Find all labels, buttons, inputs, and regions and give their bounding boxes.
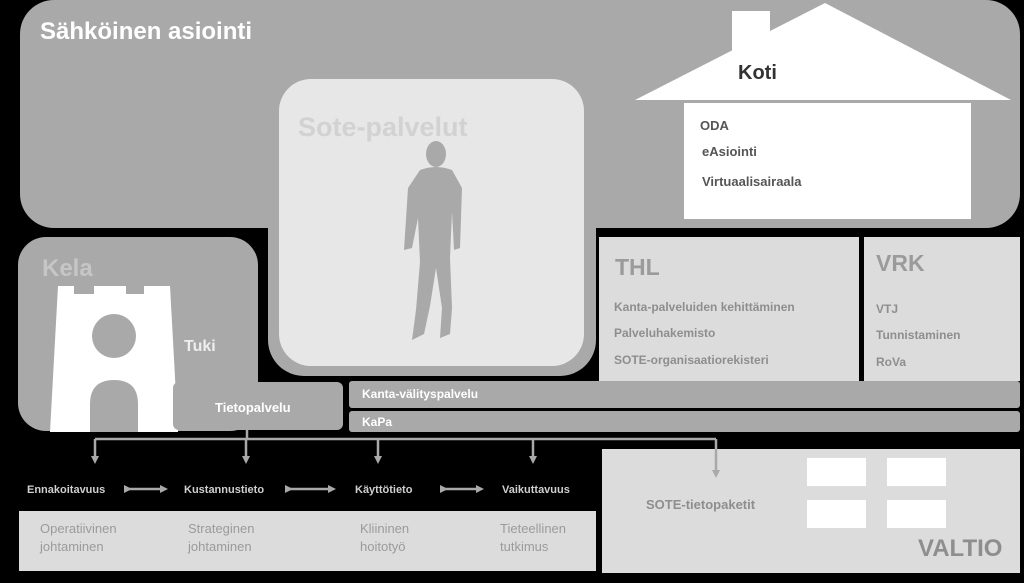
house-icon (635, 3, 1011, 100)
mgmt-kliininen: Kliininen hoitotyö (360, 520, 409, 556)
koti-item-virtuaalisairaala: Virtuaalisairaala (702, 174, 802, 189)
thl-title: THL (615, 254, 660, 280)
valtio-title: VALTIO (918, 535, 1003, 562)
vrk-title: VRK (876, 250, 925, 276)
usage-kayttotieto: Käyttötieto (355, 484, 413, 496)
sahkoinen-asiointi-title: Sähköinen asiointi (40, 18, 253, 45)
tuki-label: Tuki (184, 338, 216, 355)
usage-vaikuttavuus: Vaikuttavuus (502, 484, 570, 496)
koti-title: Koti (738, 62, 777, 84)
thl-item-palveluhakemisto: Palveluhakemisto (614, 326, 716, 340)
tower-icon (50, 286, 178, 432)
koti-panel (684, 103, 971, 219)
usage-kustannustieto: Kustannustieto (184, 484, 265, 496)
person-icon (404, 141, 462, 340)
vrk-region (864, 237, 1020, 381)
thl-region (599, 237, 859, 381)
tietopalvelu-label: Tietopalvelu (215, 400, 291, 415)
thl-item-sote-organisaatiorekisteri: SOTE-organisaatiorekisteri (614, 353, 769, 367)
mgmt-operatiivinen: Operatiivinen johtaminen (40, 520, 117, 556)
kanta-valityspalvelu-label: Kanta-välityspalvelu (362, 387, 479, 401)
mgmt-kliininen-line2: hoitotyö (360, 539, 406, 554)
mgmt-tieteellinen-line1: Tieteellinen (500, 521, 567, 536)
thl-item-kanta-kehittaminen: Kanta-palveluiden kehittäminen (614, 300, 795, 314)
vrk-item-vtj: VTJ (876, 302, 899, 316)
kela-title: Kela (42, 255, 93, 282)
koti-item-oda: ODA (700, 118, 729, 133)
vrk-item-rova: RoVa (876, 355, 907, 369)
management-panel (19, 511, 596, 571)
mgmt-strateginen-line2: johtaminen (188, 539, 252, 554)
vrk-item-tunnistaminen: Tunnistaminen (876, 328, 961, 342)
sote-tietopaketit-label: SOTE-tietopaketit (646, 497, 756, 512)
mgmt-strateginen: Strateginen johtaminen (188, 520, 255, 556)
kanta-valityspalvelu-bar (349, 381, 1020, 408)
kapa-label: KaPa (362, 415, 393, 429)
tietopalvelu-box (173, 382, 343, 430)
tietopaketti-box-4 (887, 500, 946, 528)
mgmt-tieteellinen: Tieteellinen tutkimus (500, 520, 566, 556)
tietopaketti-box-3 (807, 500, 866, 528)
kapa-bar (349, 411, 1020, 432)
tietopaketti-box-2 (887, 458, 946, 486)
mgmt-operatiivinen-line1: Operatiivinen (40, 521, 117, 536)
tietopaketti-box-1 (807, 458, 866, 486)
mgmt-tieteellinen-line2: tutkimus (500, 539, 549, 554)
sote-palvelut-title: Sote-palvelut (298, 112, 468, 142)
koti-item-easiointi: eAsiointi (702, 144, 757, 159)
mgmt-operatiivinen-line2: johtaminen (40, 539, 104, 554)
mgmt-strateginen-line1: Strateginen (188, 521, 255, 536)
mgmt-kliininen-line1: Kliininen (360, 521, 410, 536)
usage-ennakoitavuus: Ennakoitavuus (27, 484, 106, 496)
